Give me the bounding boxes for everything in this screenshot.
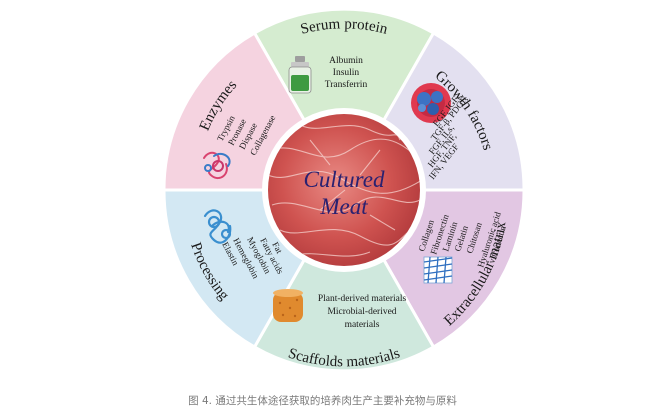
segment-serum-protein: [252, 7, 436, 194]
figure-caption: 图 4. 通过共生体途径获取的培养肉生产主要补充物与原料: [188, 395, 457, 407]
serum-item: Insulin: [333, 68, 360, 78]
serum-items: Albumin Insulin Transferrin: [325, 56, 368, 90]
serum-item: Albumin: [329, 56, 363, 66]
growth-factor-cell-icon: [411, 83, 451, 123]
enzyme-protein-icon: [203, 151, 231, 180]
ecm-fiber-mesh-icon: [423, 256, 453, 284]
serum-item: Transferrin: [325, 79, 368, 90]
serum-bottle-icon: [288, 56, 312, 94]
scaffold-item: Plant-derived materials: [318, 294, 407, 304]
scaffold-item: Microbial-derived: [327, 307, 396, 317]
center-title-line2: Meat: [319, 194, 368, 219]
scaffold-items: Plant-derived materials Microbial-derive…: [318, 294, 407, 330]
segment-scaffolds-materials: [252, 186, 436, 373]
processing-protein-icon: [203, 209, 232, 244]
processing-item: Fat: [270, 240, 284, 255]
scaffold-item: materials: [345, 320, 380, 330]
title-serum-protein: Serum protein: [299, 16, 390, 38]
center-title-line1: Cultured: [304, 167, 385, 192]
scaffold-block-icon: [273, 289, 303, 322]
